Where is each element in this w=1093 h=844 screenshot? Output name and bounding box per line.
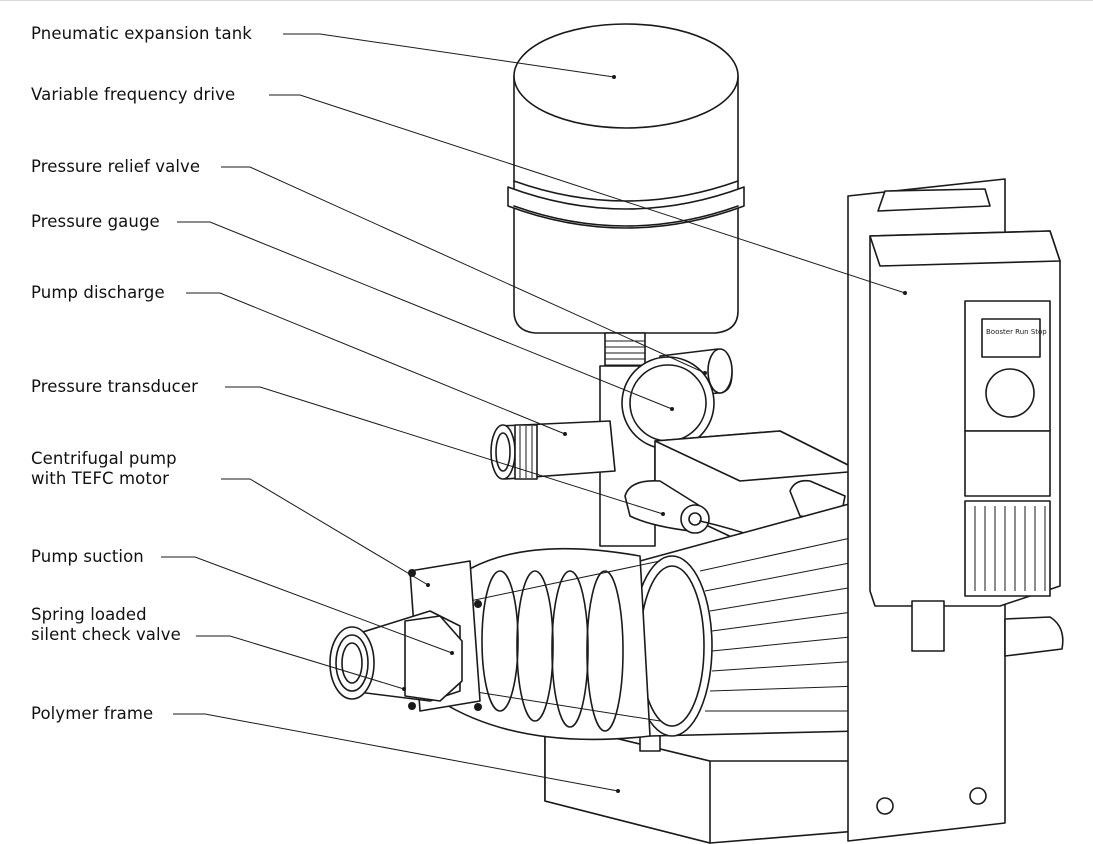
label-transducer: Pressure transducer [31,377,198,396]
label-pump-line2: with TEFC motor [31,469,170,488]
leader-lines [161,33,907,793]
expansion-tank [507,23,745,372]
label-pump-line1: Centrifugal pump [31,449,177,468]
label-suction: Pump suction [31,547,144,566]
label-check-line1: Spring loaded [31,605,147,624]
vfd-panel: Booster Run Stop [847,178,1064,842]
label-centrifugal-pump: Centrifugal pump with TEFC motor [31,449,177,489]
label-frame: Polymer frame [31,704,154,723]
tefc-motor [619,500,861,737]
label-discharge: Pump discharge [31,283,165,302]
label-check-valve: Spring loaded silent check valve [31,605,181,645]
vfd-display-text: Booster Run Stop [986,328,1047,336]
label-check-line2: silent check valve [31,625,181,644]
label-expansion-tank: Pneumatic expansion tank [31,24,252,43]
suction-check-valve [329,610,463,702]
label-vfd: Variable frequency drive [31,85,236,104]
label-relief-valve: Pressure relief valve [31,157,201,176]
label-gauge: Pressure gauge [31,212,160,231]
